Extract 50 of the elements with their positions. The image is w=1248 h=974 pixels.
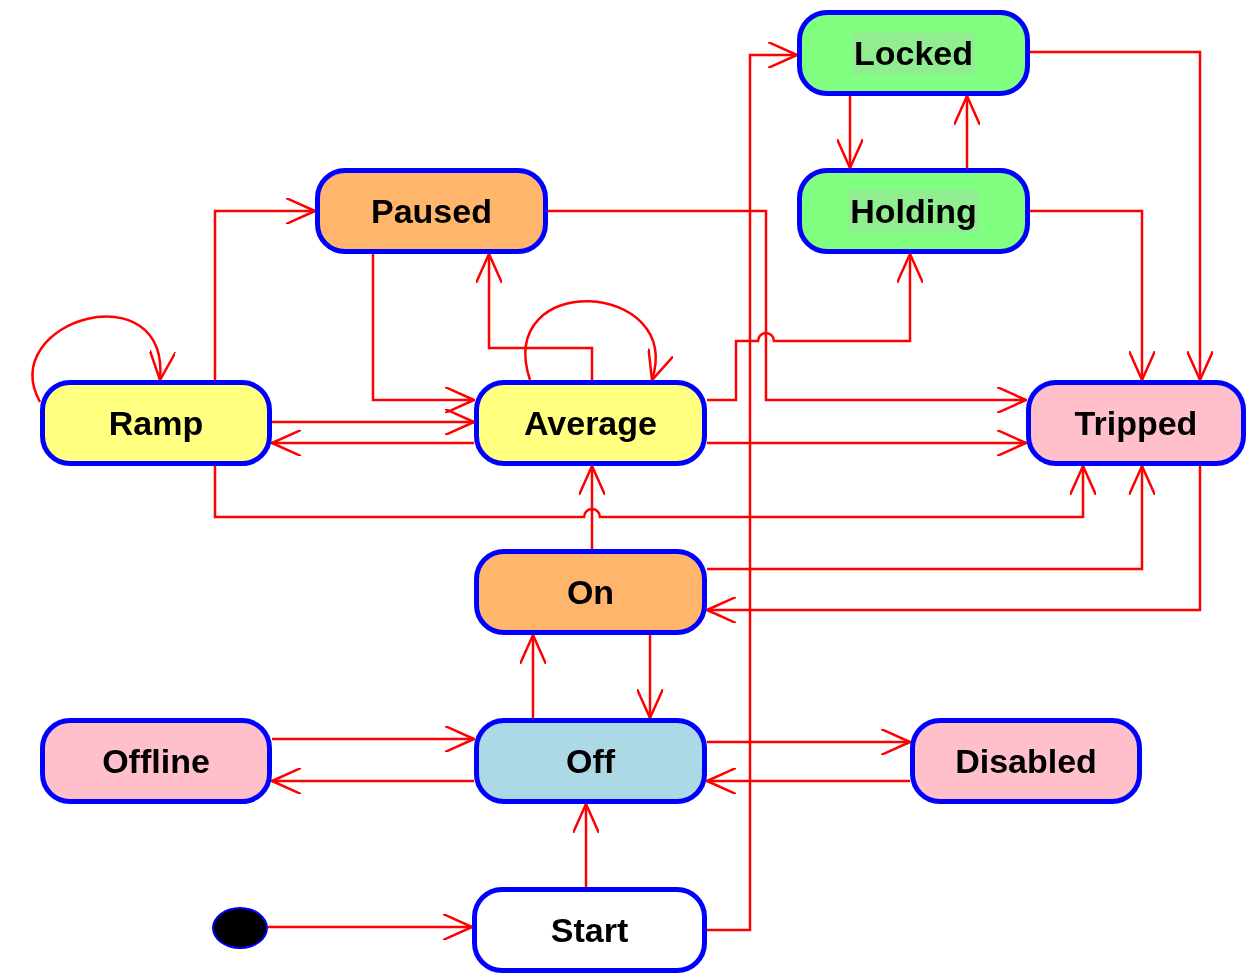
transition-arrow	[707, 252, 925, 402]
state-box	[315, 168, 548, 254]
transition-arrow	[213, 196, 317, 380]
state-label: Off	[564, 740, 617, 782]
transition-arrow	[835, 96, 865, 170]
transition-arrow	[635, 635, 665, 720]
transition-arrow	[518, 633, 548, 718]
transition-arrow	[270, 428, 474, 458]
state-box	[472, 887, 707, 973]
state-box	[40, 718, 272, 804]
state-label: Start	[549, 909, 630, 951]
state-label: Average	[523, 402, 658, 444]
transition-arrow	[952, 94, 982, 168]
transition-arrow	[272, 407, 476, 437]
transition-arrow	[1030, 50, 1215, 382]
transition-arrow	[270, 766, 474, 796]
state-label: Tripped	[1073, 402, 1199, 444]
transition-arrow	[31, 315, 173, 403]
state-label: Offline	[101, 740, 211, 782]
transition-arrow	[707, 428, 1028, 458]
state-box	[474, 718, 707, 804]
state-label: Paused	[370, 190, 493, 232]
initial-state-dot	[212, 907, 268, 949]
transition-arrow	[371, 254, 476, 415]
transition-arrow	[571, 802, 601, 887]
transition-arrow	[268, 912, 474, 942]
transition-arrow	[548, 209, 1028, 415]
state-box	[474, 380, 707, 466]
state-box	[797, 10, 1030, 96]
transition-arrow	[705, 466, 1202, 625]
state-label: Holding	[848, 189, 979, 233]
transition-arrow	[272, 724, 476, 754]
transition-arrow	[524, 300, 671, 382]
state-label: Ramp	[107, 402, 205, 444]
transition-arrow	[1030, 209, 1157, 382]
state-label: On	[565, 571, 616, 613]
transition-arrow	[707, 40, 799, 932]
state-box	[910, 718, 1142, 804]
transition-arrow	[707, 464, 1157, 571]
state-box	[797, 168, 1030, 254]
transition-arrow	[707, 727, 912, 757]
state-label: Disabled	[954, 740, 1098, 782]
state-box	[40, 380, 272, 466]
transition-arrow	[577, 464, 607, 549]
transition-arrow	[213, 464, 1098, 519]
transition-arrow	[474, 252, 594, 380]
state-label: Locked	[851, 31, 975, 75]
state-box	[1026, 380, 1246, 466]
state-box	[474, 549, 707, 635]
transition-arrow	[705, 766, 910, 796]
